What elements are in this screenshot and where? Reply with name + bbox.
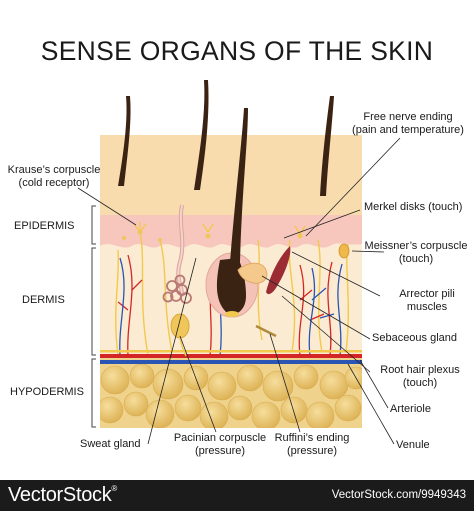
label-venule: Venule [396,439,430,451]
registered-mark: ® [111,484,118,493]
pacinian-corpuscle [170,313,190,339]
label-root-hair-plexus: Root hair plexus (touch) [370,364,470,390]
label-krause-corpuscle: Krause’s corpuscle (cold receptor) [4,164,104,190]
dermis-bracket [91,247,96,356]
label-meissner-line-2: (touch) [398,253,434,265]
label-merkel-disks: Merkel disks (touch) [364,201,463,213]
label-sweat-gland: Sweat gland [80,438,141,450]
leader-lines [77,137,401,445]
image-id-text: VectorStock.com/9949343 [331,489,466,501]
label-meissner-corpuscle: Meissner’s corpuscle (touch) [360,240,472,266]
label-root-plexus-line-1: Root hair plexus [380,364,460,376]
label-arrector-pili: Arrector pili muscles [382,288,472,314]
label-arrector-line-2: muscles [406,301,448,313]
brand-logo-text: VectorStock® [8,484,117,507]
label-sebaceous-gland: Sebaceous gland [372,332,458,344]
ruffini-ending [255,324,277,338]
sweat-gland [162,204,192,304]
label-root-plexus-line-2: (touch) [402,377,438,389]
footer-bar: VectorStock® VectorStock.com/9949343 [0,480,474,511]
skin-cross-section-diagram [77,80,401,445]
label-pacinian-line-2: (pressure) [194,445,246,457]
epidermis-bracket [91,205,96,245]
label-free-nerve-line-1: Free nerve ending [363,111,453,123]
venule-band [100,360,362,364]
epidermis-layer [100,215,362,248]
skin-surface-layer [100,135,362,217]
label-meissner-line-1: Meissner’s corpuscle [364,240,468,252]
label-hypodermis: HYPODERMIS [10,386,84,398]
label-krause-line-2: (cold receptor) [18,177,90,189]
plexus-band [100,350,362,353]
label-ruffini-line-1: Ruffini’s ending [274,432,350,444]
diagram-title: SENSE ORGANS OF THE SKIN [40,36,434,66]
label-free-nerve-ending: Free nerve ending (pain and temperature) [344,111,472,137]
label-arrector-line-1: Arrector pili [399,288,455,300]
label-ruffini-ending: Ruffini’s ending (pressure) [262,432,362,458]
label-ruffini-line-2: (pressure) [286,445,338,457]
veins [119,257,343,357]
hair-shafts [118,80,334,262]
label-pacinian-line-1: Pacinian corpuscle [173,432,267,444]
hair-follicle [205,252,259,318]
meissner-corpuscle [338,243,350,259]
label-krause-line-1: Krause’s corpuscle [7,164,101,176]
arteries [117,254,333,357]
arteriole-band [100,354,362,358]
label-dermis: DERMIS [22,294,65,306]
brand-name: VectorStock [8,484,112,506]
label-epidermis: EPIDERMIS [14,220,75,232]
hypodermis-bracket [91,358,96,428]
label-free-nerve-line-2: (pain and temperature) [352,124,464,136]
sebaceous-gland [237,262,268,284]
label-arteriole: Arteriole [390,403,431,415]
layer-brackets [91,205,96,428]
krause-corpuscles [122,229,303,242]
label-pacinian-corpuscle: Pacinian corpuscle (pressure) [166,432,274,458]
